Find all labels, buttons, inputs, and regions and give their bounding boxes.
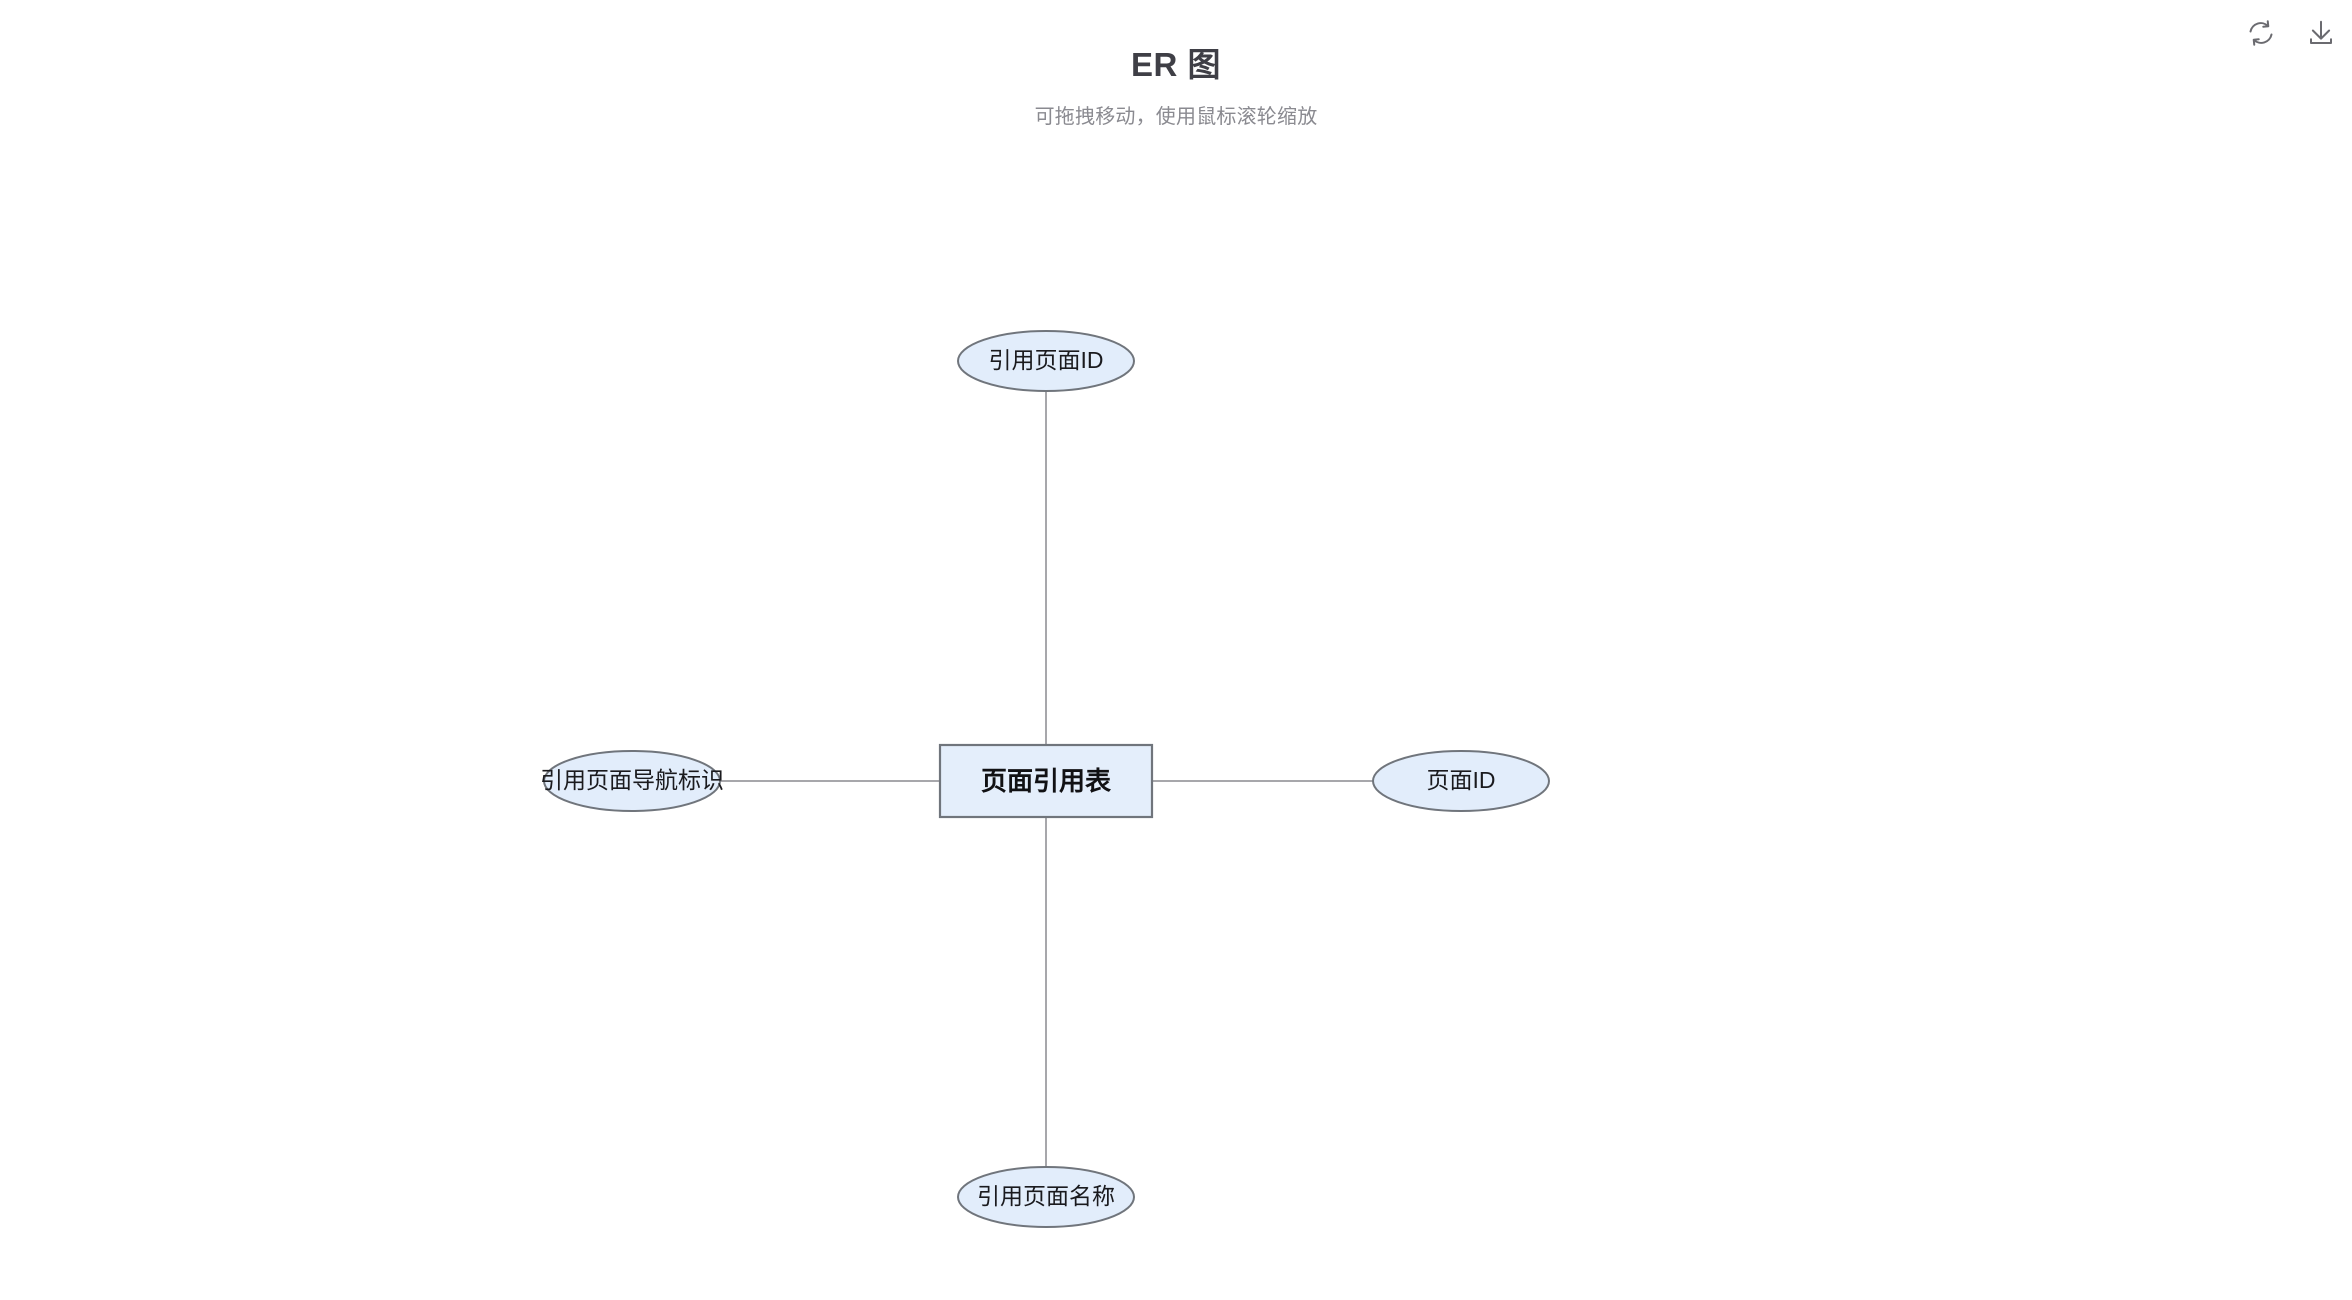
attribute-node-top[interactable]: 引用页面ID bbox=[957, 330, 1135, 392]
attribute-node-right[interactable]: 页面ID bbox=[1372, 750, 1550, 812]
download-icon bbox=[2306, 18, 2336, 48]
attribute-ellipse[interactable] bbox=[543, 750, 721, 812]
entity-node[interactable]: 页面引用表 bbox=[938, 743, 1154, 819]
er-diagram-svg[interactable]: 引用页面导航标识 页面ID 引用页面ID 引用页面名称 页面引用表 bbox=[0, 170, 2352, 1300]
attribute-label: 引用页面ID bbox=[989, 347, 1104, 373]
refresh-icon bbox=[2246, 18, 2276, 48]
reset-view-button[interactable] bbox=[2240, 12, 2282, 54]
page-header: ER 图 可拖拽移动，使用鼠标滚轮缩放 bbox=[0, 0, 2352, 170]
er-diagram-canvas[interactable]: 引用页面导航标识 页面ID 引用页面ID 引用页面名称 页面引用表 bbox=[0, 170, 2352, 1300]
page-title: ER 图 bbox=[1130, 46, 1221, 83]
entity-rect[interactable] bbox=[938, 743, 1154, 819]
toolbar bbox=[2240, 12, 2342, 54]
attribute-label: 引用页面名称 bbox=[977, 1183, 1115, 1209]
attribute-ellipse[interactable] bbox=[957, 330, 1135, 392]
attribute-label: 引用页面导航标识 bbox=[540, 767, 724, 793]
attribute-label: 页面ID bbox=[1427, 767, 1496, 793]
download-button[interactable] bbox=[2300, 12, 2342, 54]
attribute-node-left[interactable]: 引用页面导航标识 bbox=[540, 750, 724, 812]
attribute-ellipse[interactable] bbox=[957, 1166, 1135, 1228]
attribute-ellipse[interactable] bbox=[1372, 750, 1550, 812]
page-subtitle-hint: 可拖拽移动，使用鼠标滚轮缩放 bbox=[1034, 106, 1318, 128]
er-edges bbox=[720, 391, 1373, 1167]
attribute-node-bottom[interactable]: 引用页面名称 bbox=[957, 1166, 1135, 1228]
entity-label: 页面引用表 bbox=[981, 766, 1112, 796]
